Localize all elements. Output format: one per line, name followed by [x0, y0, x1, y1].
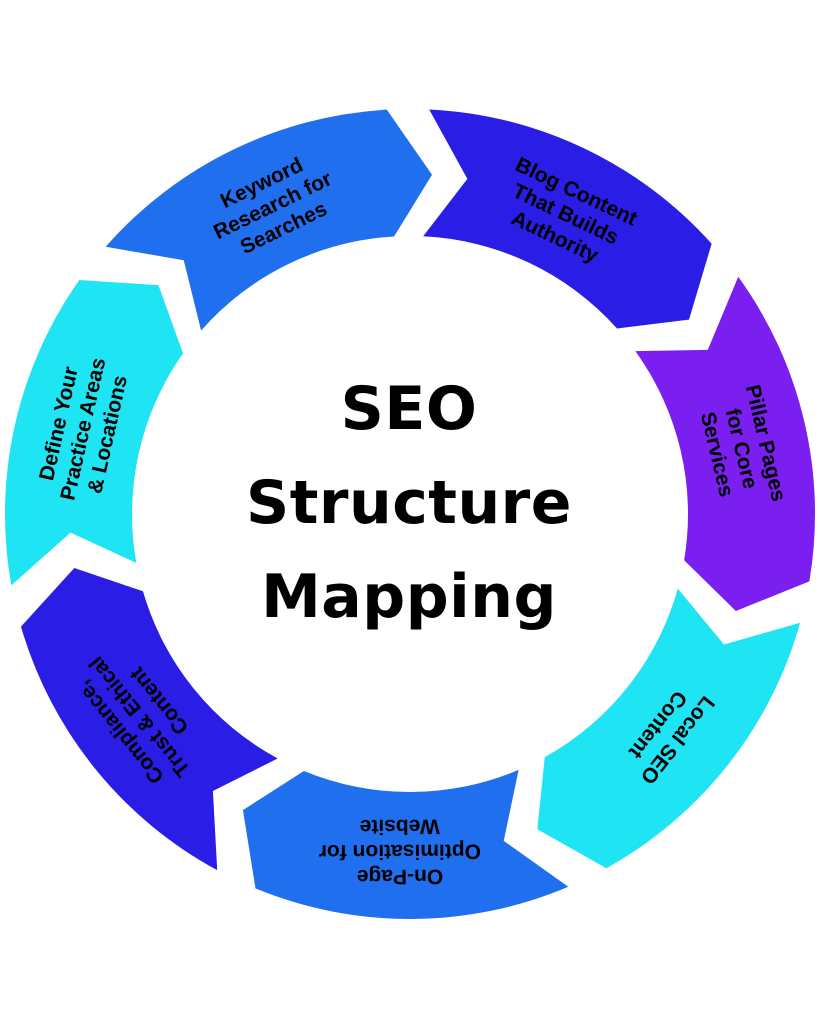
segment-keyword-research: KeywordResearch forSearches — [105, 109, 433, 331]
title-line-1: SEO — [340, 374, 478, 444]
segment-shape-compliance-trust — [20, 568, 278, 871]
segment-on-page-optimisation: On-PageOptimisation forWebsite — [242, 769, 569, 919]
segment-shape-keyword-research — [105, 109, 433, 331]
segment-shape-define-practice-areas — [4, 280, 184, 586]
title-line-2: Structure — [246, 468, 572, 538]
segment-pillar-pages: Pillar Pagesfor CoreServices — [635, 276, 815, 611]
segment-shape-local-seo — [537, 588, 801, 869]
center-title: SEO Structure Mapping — [209, 362, 609, 644]
segment-label-on-page-optimisation: On-PageOptimisation forWebsite — [319, 814, 482, 888]
segment-label-line: Website — [360, 815, 440, 838]
segment-define-practice-areas: Define YourPractice Areas& Locations — [4, 280, 184, 586]
segment-shape-on-page-optimisation — [242, 769, 569, 919]
segment-blog-content: Blog ContentThat BuildsAuthority — [423, 109, 712, 329]
segment-local-seo: Local SEOContent — [537, 588, 801, 869]
title-line-3: Mapping — [261, 562, 557, 632]
segment-label-line: On-Page — [357, 865, 443, 888]
segment-label-line: Optimisation for — [319, 839, 481, 863]
segment-shape-blog-content — [423, 109, 712, 329]
segment-shape-pillar-pages — [635, 276, 815, 611]
